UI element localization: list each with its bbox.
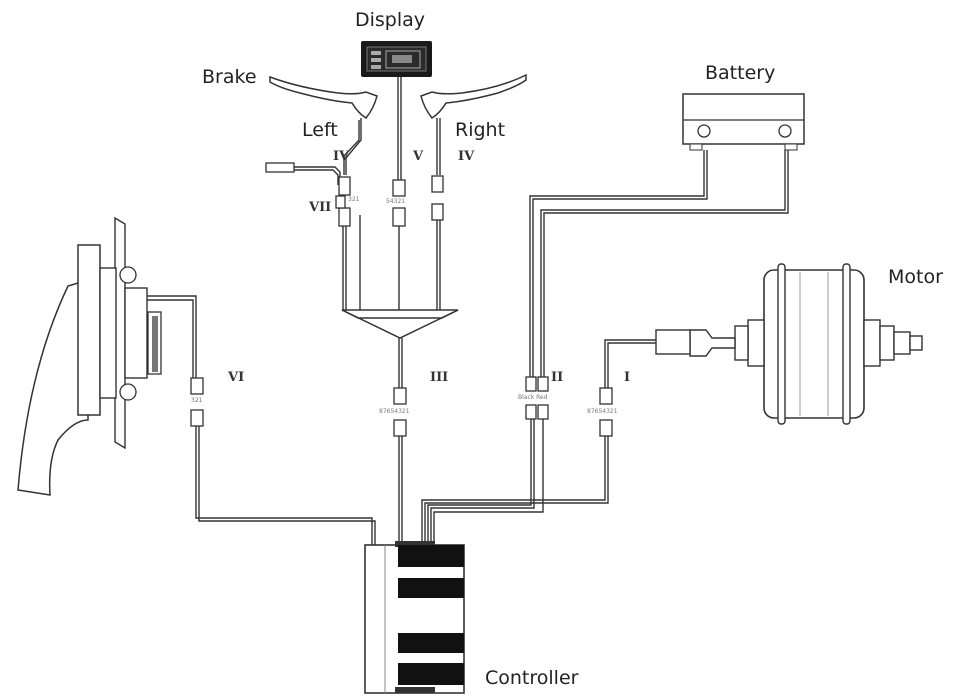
connector-iv-right [431, 175, 444, 221]
throttle-grip [17, 216, 162, 496]
connector-iv-right-label: IV [458, 149, 475, 164]
display-pin-code: 54321 [386, 198, 406, 205]
motor-plug-pin-code: 87654321 [587, 408, 618, 415]
throttle-plug [265, 162, 295, 173]
motor-label: Motor [888, 266, 943, 288]
connector-iii-label: III [430, 370, 449, 385]
battery-label: Battery [705, 62, 776, 84]
connector-i-label: I [624, 370, 631, 385]
connector-ii [525, 376, 549, 420]
connector-ii-label: II [551, 370, 564, 385]
hub-motor [734, 263, 923, 425]
connector-i [599, 387, 613, 437]
left-brake-label: Left [302, 119, 338, 141]
brake-label: Brake [202, 66, 257, 88]
connector-vi-label: VI [228, 370, 245, 385]
right-brake-lever [420, 73, 527, 119]
main-bundle-pin-code: 87654321 [379, 408, 410, 415]
controller-unit [364, 541, 465, 694]
left-brake-pin-code: 321 [348, 196, 360, 203]
left-brake-lever [269, 75, 378, 119]
connector-vii-label: VII [309, 200, 332, 215]
connector-vi [190, 377, 204, 427]
connector-vii [335, 195, 346, 209]
connector-iii [393, 387, 407, 437]
connector-v-label: V [413, 149, 424, 164]
display-label: Display [355, 9, 426, 31]
connector-iv-left-label: IV [333, 149, 350, 164]
battery-unit [682, 93, 805, 151]
display-unit [361, 41, 432, 77]
right-brake-label: Right [455, 119, 506, 141]
motor-plug [655, 329, 691, 355]
battery-plug-pin-code: Black Red [518, 394, 548, 401]
harness-splitter [341, 309, 459, 339]
throttle-pin-code: 321 [191, 397, 203, 404]
controller-label: Controller [485, 667, 579, 689]
